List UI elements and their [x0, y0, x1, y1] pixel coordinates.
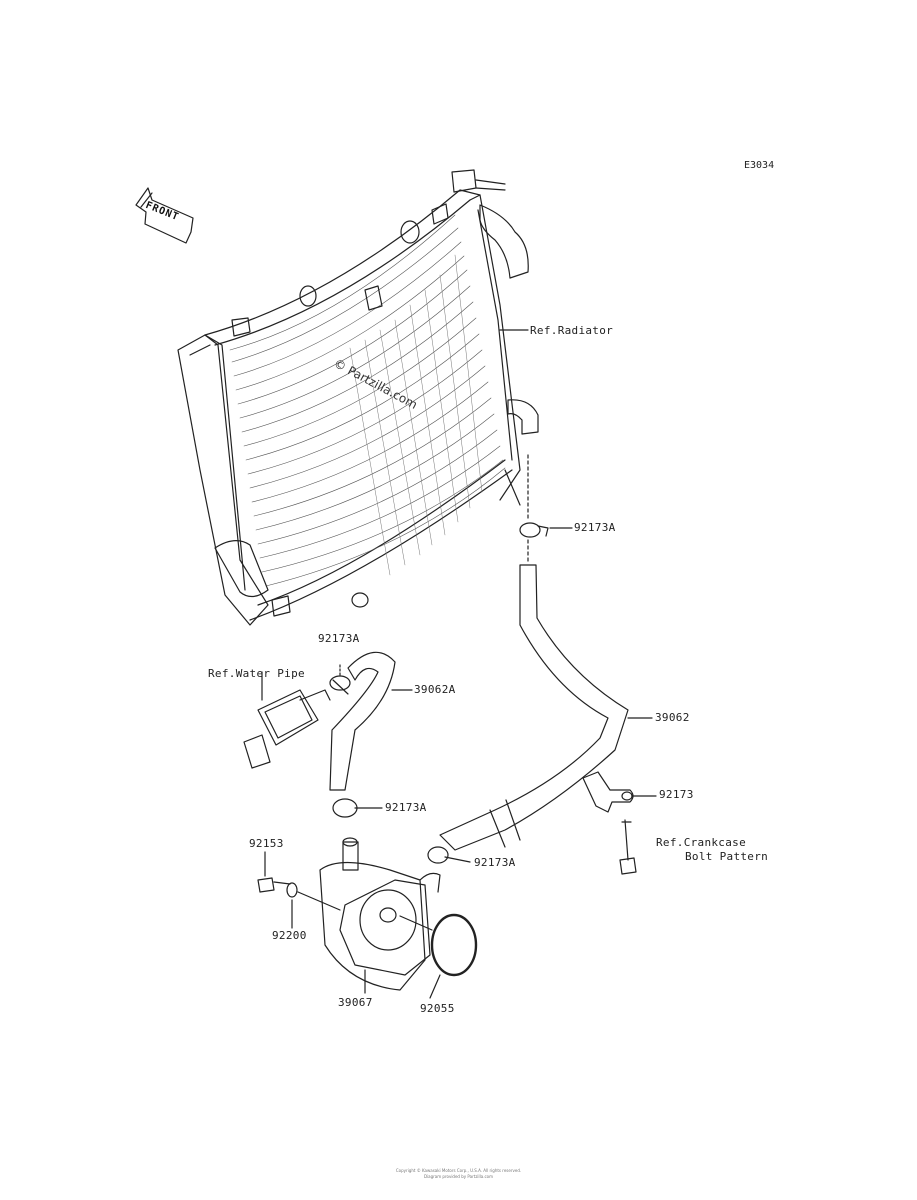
label-39062a: 39062A	[414, 683, 456, 696]
hose-39062a	[329, 651, 396, 791]
label-bolt-pattern: Bolt Pattern	[685, 850, 769, 863]
hose-39062	[439, 564, 629, 851]
clamp-92173a-upper	[519, 522, 573, 538]
label-92173a-lower: 92173A	[474, 856, 516, 869]
diagram-code: E3034	[744, 160, 775, 171]
label-92173a-left: 92173A	[318, 632, 360, 645]
clamp-92173a-mid	[332, 798, 383, 818]
label-39067: 39067	[338, 996, 373, 1009]
washer-92200	[286, 882, 341, 929]
bolt-92153	[257, 851, 291, 893]
label-ref-water-pipe: Ref.Water Pipe	[208, 667, 305, 680]
label-92200: 92200	[272, 929, 307, 942]
front-arrow-icon	[135, 187, 194, 244]
label-92055: 92055	[420, 1002, 455, 1015]
bracket-92173	[582, 771, 657, 875]
o-ring-92055	[399, 913, 478, 999]
clamp-92173a-left	[329, 664, 351, 695]
oil-cooler-39067	[319, 837, 441, 991]
footer-copyright: Copyright © Kawasaki Motors Corp., U.S.A…	[395, 1168, 522, 1173]
footer-provider: Diagram provided by Partzilla.com	[423, 1174, 494, 1179]
clamp-92173a-lower	[427, 846, 471, 864]
label-92173a-mid: 92173A	[385, 801, 427, 814]
label-92153: 92153	[249, 837, 284, 850]
label-ref-radiator: Ref.Radiator	[530, 324, 614, 337]
label-92173a-upper: 92173A	[574, 521, 616, 534]
label-39062: 39062	[655, 711, 690, 724]
radiator	[177, 169, 539, 626]
label-ref-crankcase: Ref.Crankcase	[656, 836, 746, 849]
label-92173: 92173	[659, 788, 694, 801]
water-pipe-fitting	[243, 671, 331, 769]
